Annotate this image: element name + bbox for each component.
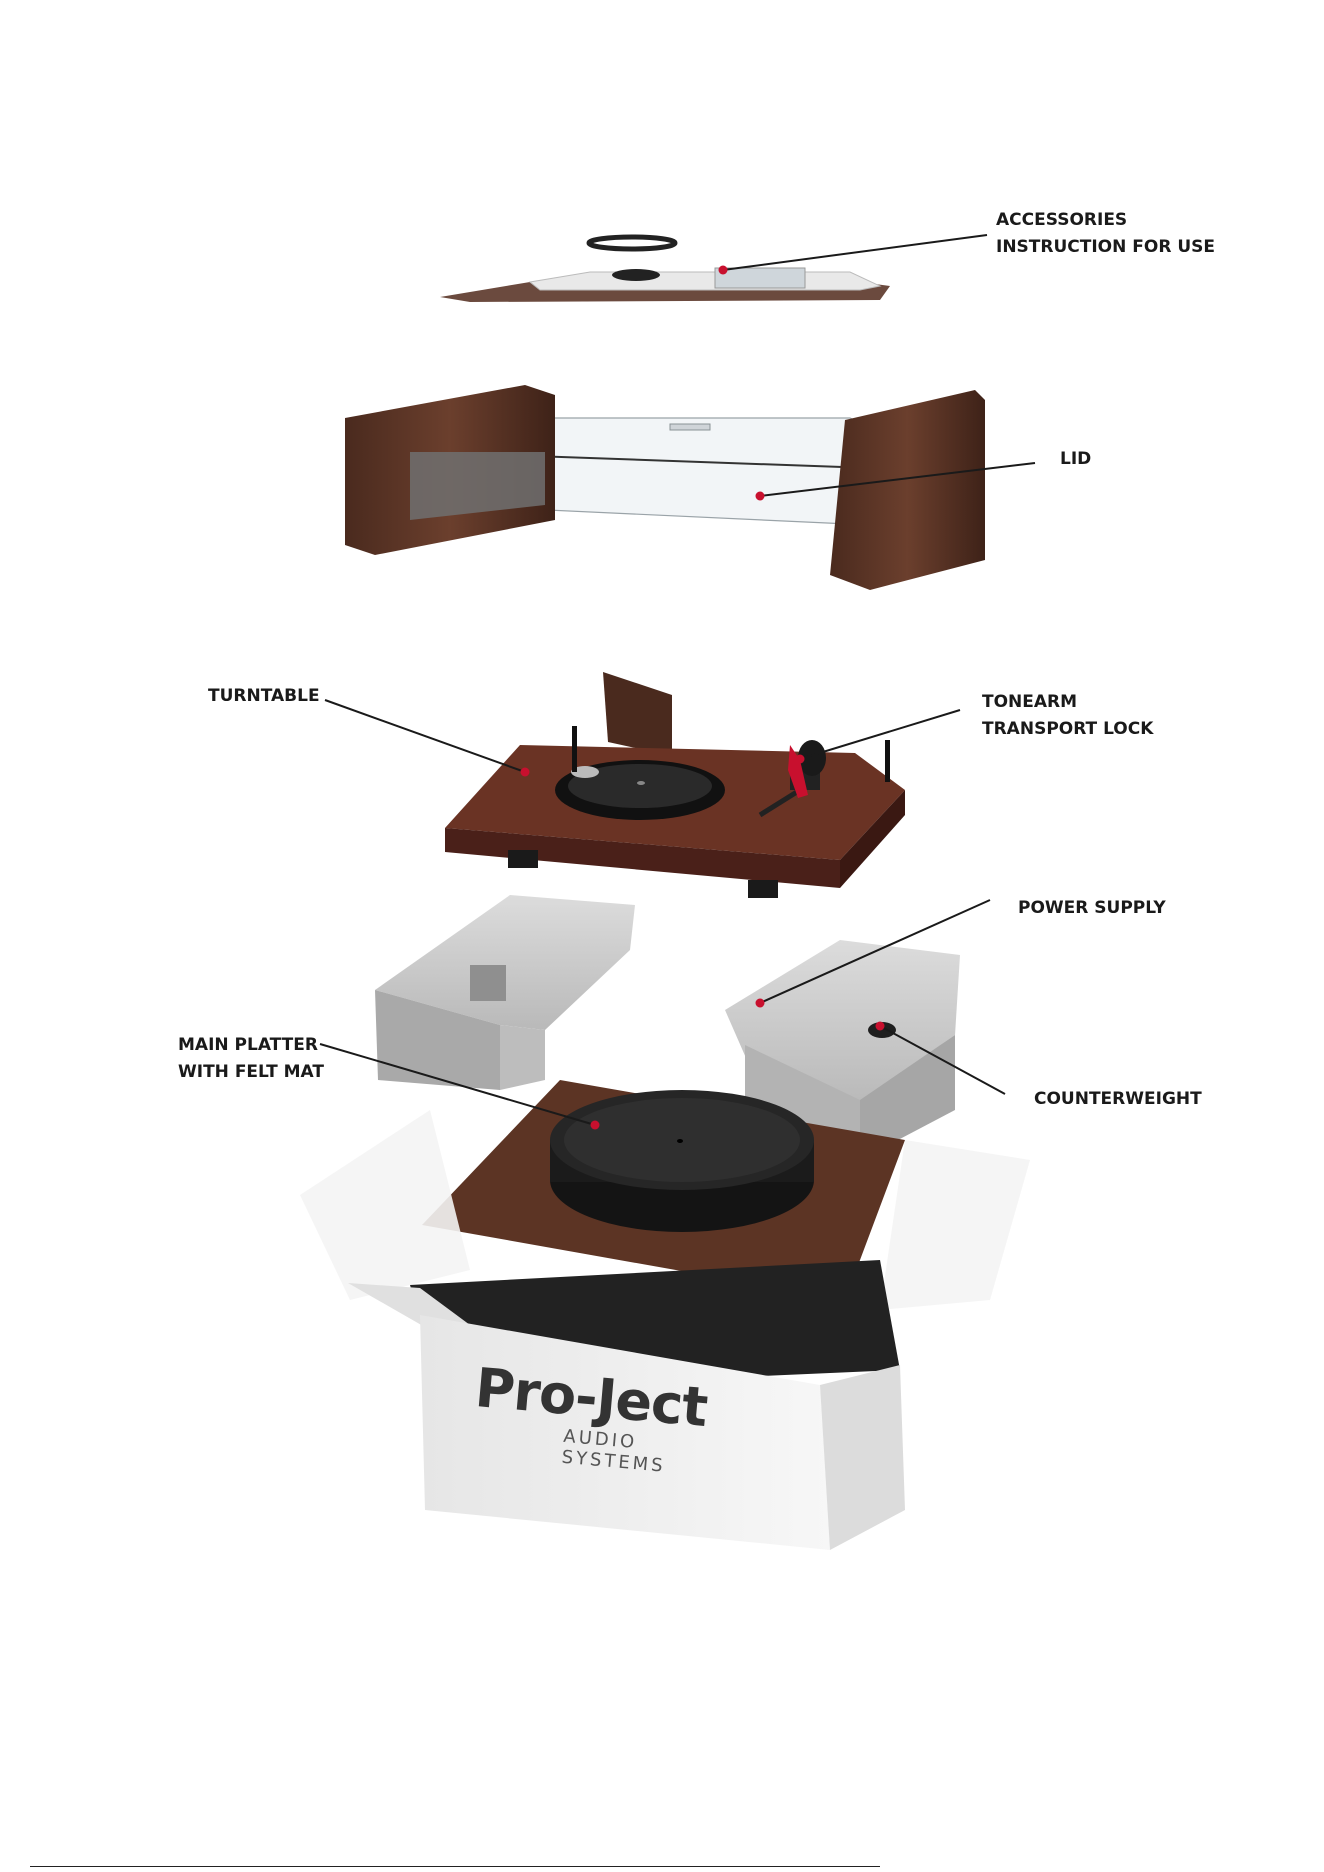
foot-left xyxy=(508,850,538,868)
accessories-sheet xyxy=(530,272,880,290)
foam-left-pocket xyxy=(470,965,506,1001)
turntable-spindle xyxy=(637,781,645,785)
platter-spindle-hole xyxy=(677,1139,683,1143)
left-post xyxy=(572,726,577,772)
foot-right xyxy=(748,880,778,898)
leader-tonearm xyxy=(800,710,960,759)
accessories-tray xyxy=(440,237,890,302)
lid-assembly xyxy=(345,385,985,590)
box-left-flap xyxy=(300,1110,470,1300)
box-side xyxy=(820,1365,905,1550)
foam-left xyxy=(375,895,635,1090)
label-tonearm: TONEARM TRANSPORT LOCK xyxy=(982,689,1153,743)
label-lid: LID xyxy=(1060,446,1091,473)
accessory-puck xyxy=(612,269,660,281)
dot-tonearm xyxy=(796,755,805,764)
lid-hinge-slot xyxy=(670,424,710,430)
dot-accessories xyxy=(719,266,728,275)
foam-left-side xyxy=(500,1025,545,1090)
footer-rule xyxy=(30,1866,880,1867)
label-power-supply: POWER SUPPLY xyxy=(1018,895,1166,922)
accessory-bag xyxy=(715,268,805,288)
label-main-platter: MAIN PLATTER WITH FELT MAT xyxy=(178,1032,324,1086)
belt-ring xyxy=(589,237,675,249)
dot-counterweight xyxy=(876,1022,885,1031)
dot-lid xyxy=(756,492,765,501)
leader-accessories xyxy=(723,235,987,270)
lid-right-endcap xyxy=(830,390,985,590)
right-post xyxy=(885,740,890,782)
label-accessories: ACCESSORIES INSTRUCTION FOR USE xyxy=(996,207,1215,261)
dot-power-supply xyxy=(756,999,765,1008)
leader-turntable xyxy=(325,700,525,772)
box-right-flap xyxy=(880,1140,1030,1310)
turntable-assembly xyxy=(445,672,905,898)
label-counterweight: COUNTERWEIGHT xyxy=(1034,1086,1202,1113)
label-turntable: TURNTABLE xyxy=(208,683,320,710)
dot-turntable xyxy=(521,768,530,777)
dot-main-platter xyxy=(591,1121,600,1130)
cover-prism xyxy=(603,672,672,756)
